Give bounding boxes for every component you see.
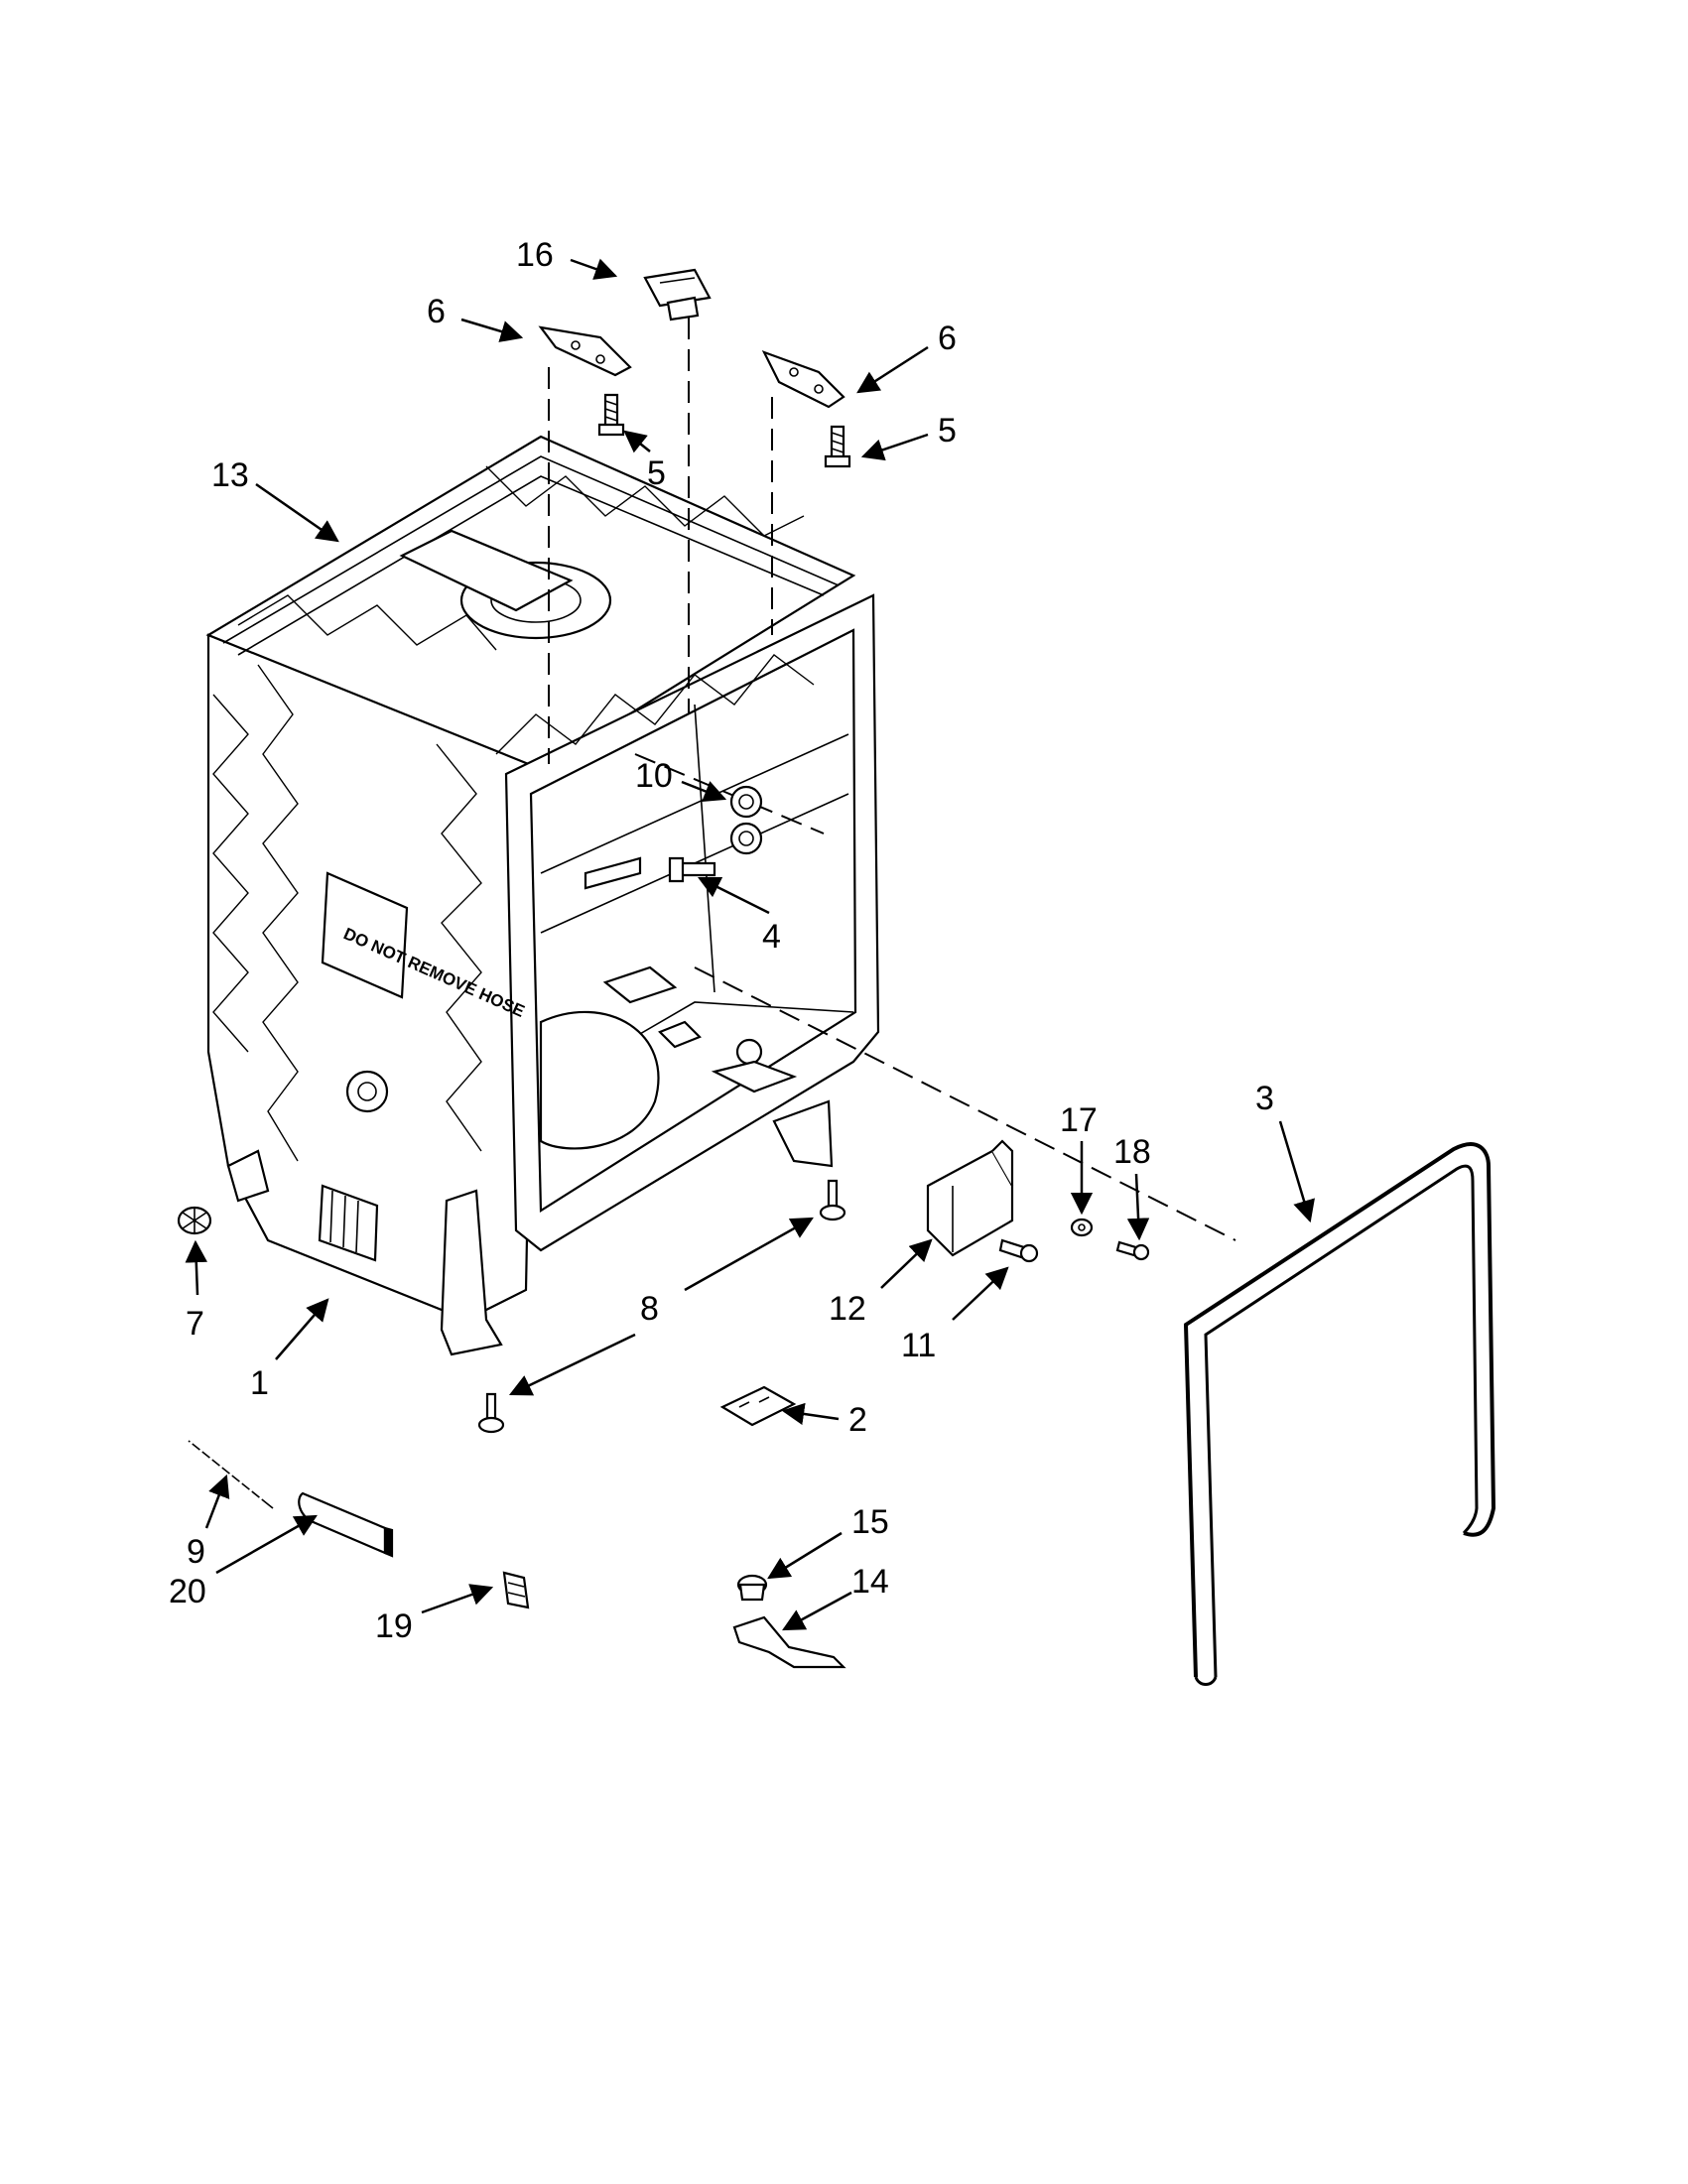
leader-lines: [185, 258, 1315, 1631]
part-grommet-7: [177, 1206, 212, 1235]
callout-2: 2: [848, 1401, 867, 1439]
callout-6-left: 6: [427, 293, 446, 330]
part-spring-9: [183, 1438, 274, 1509]
leader-13: [255, 482, 339, 543]
callout-20: 20: [169, 1573, 206, 1610]
leader-8-left: [508, 1333, 636, 1396]
leader-15: [767, 1531, 843, 1580]
leader-19: [421, 1584, 494, 1614]
callout-13: 13: [211, 456, 249, 494]
leader-18: [1126, 1173, 1150, 1241]
leader-1: [275, 1298, 329, 1360]
part-bracket-6-right: [761, 350, 845, 409]
part-screw-18: [1115, 1240, 1150, 1261]
leader-6-right: [856, 345, 929, 394]
leader-5-left: [623, 430, 651, 453]
tub-assembly: DO NOT REMOVE HOSE: [205, 435, 880, 1356]
part-screw-5-left: [597, 393, 625, 437]
callout-10: 10: [635, 757, 673, 795]
callout-12: 12: [829, 1290, 866, 1328]
part-sensor-15: [736, 1574, 768, 1602]
leader-2: [781, 1402, 840, 1426]
part-bracket-14: [732, 1615, 846, 1669]
callout-4: 4: [762, 918, 781, 956]
leader-14: [782, 1591, 852, 1631]
part-pad-2: [719, 1385, 797, 1427]
leader-16: [570, 258, 618, 280]
callout-17: 17: [1060, 1101, 1098, 1139]
leader-9: [204, 1474, 230, 1529]
callout-7: 7: [186, 1305, 204, 1343]
callout-15: 15: [851, 1503, 889, 1541]
part-foot-8-right: [819, 1179, 846, 1221]
part-clip-16: [643, 268, 712, 321]
leader-3: [1278, 1120, 1315, 1223]
part-screw-5-right: [824, 425, 851, 468]
leader-6-left: [460, 318, 524, 342]
callout-6-right: 6: [938, 320, 957, 357]
leader-12: [880, 1238, 933, 1289]
leader-10: [681, 780, 727, 803]
part-cover-20: [298, 1491, 394, 1558]
part-bracket-12: [926, 1139, 1014, 1257]
callout-16: 16: [516, 236, 554, 274]
part-gasket-3: [1183, 1142, 1496, 1686]
leader-11: [952, 1266, 1009, 1321]
part-clip-19: [502, 1571, 530, 1609]
callout-8: 8: [640, 1290, 659, 1328]
callout-1: 1: [250, 1364, 269, 1402]
callout-9: 9: [187, 1533, 205, 1571]
callout-labels: 16 6 6 5 5 13 10 4 3 17 18 7 1 8 12 11 2…: [169, 236, 1274, 1645]
part-foot-8-left: [477, 1392, 505, 1434]
callout-18: 18: [1113, 1133, 1151, 1171]
leader-20: [215, 1514, 318, 1575]
part-screw-4: [668, 856, 716, 883]
callout-5-left: 5: [647, 454, 666, 492]
callout-5-right: 5: [938, 412, 957, 450]
callout-14: 14: [851, 1563, 889, 1601]
part-screw-11: [998, 1238, 1039, 1263]
leader-7: [185, 1239, 208, 1296]
callout-19: 19: [375, 1607, 413, 1645]
part-washer-17: [1070, 1218, 1094, 1237]
callout-3: 3: [1255, 1080, 1274, 1117]
part-bracket-6-left: [538, 325, 632, 377]
part-rollers-10: [729, 785, 763, 855]
callout-11: 11: [901, 1327, 936, 1364]
leader-4: [697, 876, 770, 915]
leader-5-right: [860, 433, 929, 461]
alignment-lines: [548, 318, 1236, 1241]
leader-8-right: [684, 1217, 814, 1292]
